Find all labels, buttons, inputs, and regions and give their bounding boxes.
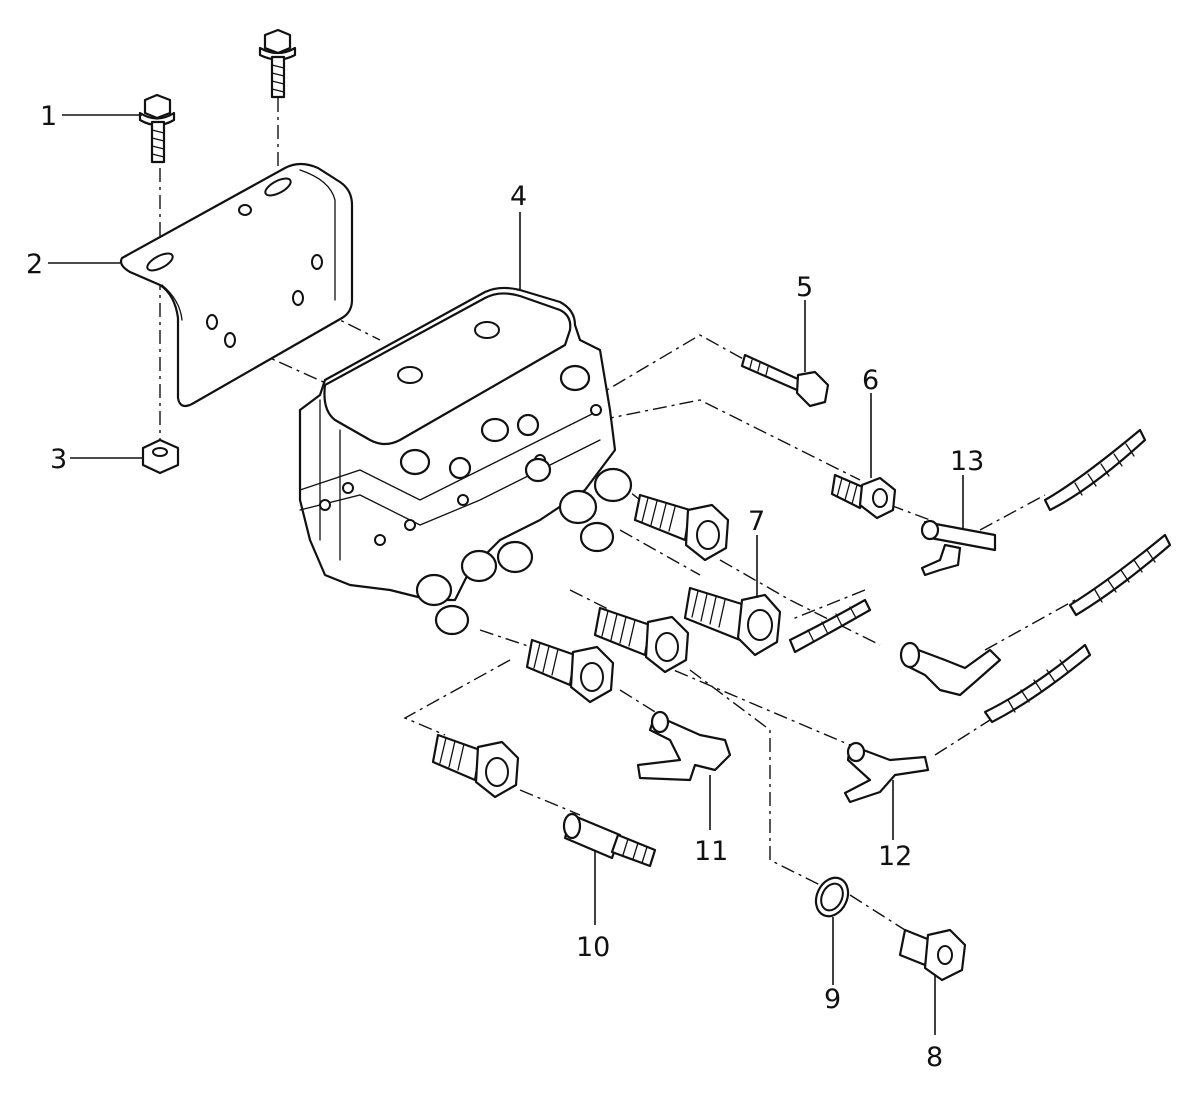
bolt-long — [258, 28, 297, 99]
callout-5: 5 — [796, 272, 813, 303]
tee-connector-13 — [920, 519, 997, 577]
fittings-7 — [431, 493, 782, 799]
tee-12 — [843, 741, 930, 804]
callout-8: 8 — [926, 1042, 943, 1073]
callout-9: 9 — [824, 984, 841, 1015]
hoses — [788, 428, 1172, 724]
nipple-10 — [562, 812, 657, 868]
elbow-11 — [636, 710, 732, 782]
leader-lines — [48, 114, 964, 1035]
bolt-short — [138, 93, 176, 164]
plug-8 — [898, 928, 967, 982]
callout-4: 4 — [510, 181, 527, 212]
callout-12: 12 — [878, 841, 912, 872]
callout-1: 1 — [40, 101, 57, 132]
callout-13: 13 — [950, 446, 984, 477]
bolt-5 — [740, 353, 830, 408]
callout-10: 10 — [576, 932, 610, 963]
callout-11: 11 — [694, 836, 728, 867]
bracket — [119, 162, 354, 408]
callout-3: 3 — [50, 444, 67, 475]
callout-2: 2 — [26, 249, 43, 280]
flange-nut — [141, 438, 180, 475]
assembly-lines — [159, 98, 1076, 931]
o-ring-9 — [814, 876, 850, 918]
elbow-right — [899, 641, 1002, 697]
callout-6: 6 — [862, 365, 879, 396]
fitting-6 — [830, 473, 897, 520]
callout-7: 7 — [748, 506, 765, 537]
valve-block — [298, 286, 633, 636]
callout-labels: 1 2 3 4 5 6 7 8 9 10 11 12 13 — [26, 101, 984, 1073]
